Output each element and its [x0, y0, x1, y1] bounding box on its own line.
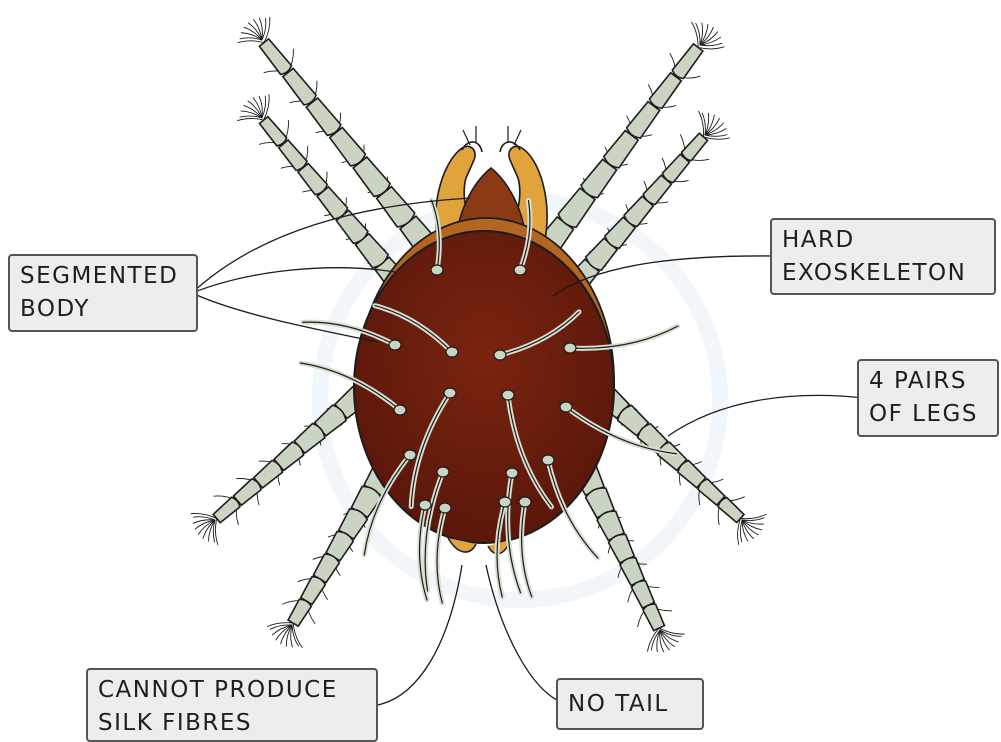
leg-segment	[259, 117, 286, 146]
seta-socket	[560, 402, 572, 412]
leg-segment	[279, 140, 307, 170]
label-four-pairs-line1: 4 PAIRS	[869, 365, 987, 398]
leg-segment	[672, 44, 703, 79]
leg-hair	[292, 625, 298, 646]
seta-socket	[419, 500, 431, 510]
leg-hair	[215, 519, 217, 545]
seta-socket	[519, 497, 531, 507]
seta-socket	[499, 497, 511, 507]
seta-socket	[502, 390, 514, 400]
seta-socket	[564, 343, 576, 353]
leg-segment	[283, 68, 316, 104]
label-segmented-body-line2: BODY	[20, 293, 186, 326]
seta-socket	[514, 265, 526, 275]
label-cannot-produce-silk: CANNOT PRODUCE SILK FIBRES	[86, 668, 378, 742]
leg-hind-right	[574, 465, 684, 652]
label-no-tail: NO TAIL	[556, 678, 704, 730]
seta-socket	[431, 265, 443, 275]
seta-socket	[389, 340, 401, 350]
leg-segment	[259, 39, 291, 75]
label-segmented-body-line1: SEGMENTED	[20, 260, 186, 293]
seta-socket	[542, 455, 554, 465]
leg-segment	[213, 497, 240, 522]
leader-legs	[668, 395, 864, 436]
seta-socket	[437, 467, 449, 477]
body	[354, 231, 614, 543]
leg-hair	[738, 519, 741, 545]
label-silk-line1: CANNOT PRODUCE	[98, 674, 366, 707]
leg-segment	[643, 604, 664, 630]
leg-third-left	[191, 387, 367, 545]
leg-segment	[306, 98, 340, 135]
leg-segment	[649, 73, 681, 109]
seta-socket	[394, 405, 406, 415]
leg-hind-left	[267, 464, 395, 648]
label-no-tail-text: NO TAIL	[568, 684, 692, 724]
leg-hair	[238, 118, 264, 120]
label-silk-line2: SILK FIBRES	[98, 707, 366, 740]
leg-segment	[627, 102, 660, 138]
seta-socket	[446, 347, 458, 357]
label-hard-exoskeleton-line1: HARD	[782, 224, 984, 257]
label-hard-exoskeleton-line2: EXOSKELETON	[782, 257, 984, 290]
seta-socket	[404, 450, 416, 460]
seta-socket	[439, 503, 451, 513]
leg-hair	[698, 47, 724, 49]
label-four-pairs-of-legs: 4 PAIRS OF LEGS	[857, 359, 999, 437]
leg-segment	[288, 599, 311, 626]
leg-hair	[238, 41, 264, 43]
label-hard-exoskeleton: HARD EXOSKELETON	[770, 218, 996, 295]
label-four-pairs-line2: OF LEGS	[869, 398, 987, 431]
seta-socket	[494, 350, 506, 360]
leg-hair	[703, 137, 729, 139]
seta-socket	[506, 468, 518, 478]
leg-segment	[682, 133, 708, 160]
label-segmented-body: SEGMENTED BODY	[8, 254, 198, 332]
seta-socket	[444, 388, 456, 398]
